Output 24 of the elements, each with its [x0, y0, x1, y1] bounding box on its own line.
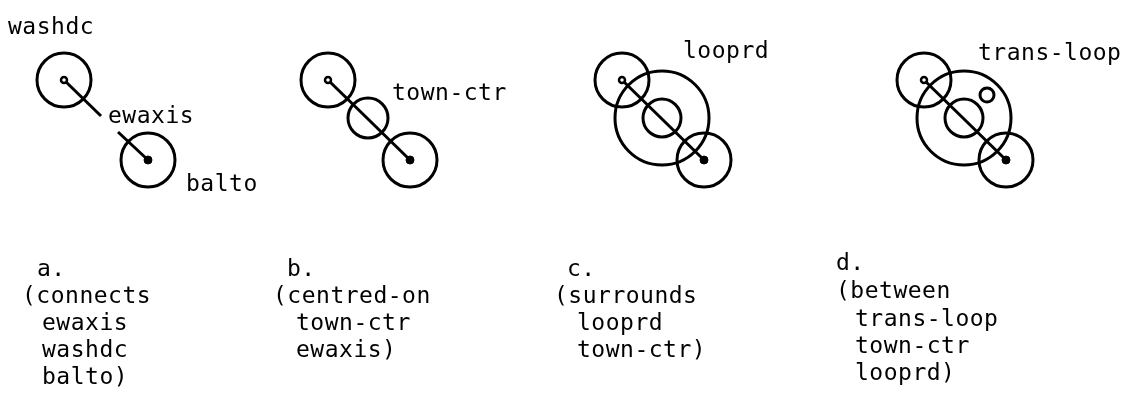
caption-text: a.: [37, 255, 66, 281]
caption-text: looprd: [577, 309, 664, 335]
place-label: trans-loop: [978, 39, 1122, 65]
place-label: balto: [186, 170, 258, 196]
caption-text: looprd): [855, 359, 956, 385]
caption-text: ewaxis: [42, 309, 129, 335]
caption-text: d.: [836, 249, 865, 275]
caption-text: (between: [836, 277, 951, 303]
caption-text: balto): [42, 363, 129, 389]
caption-text: c.: [567, 255, 596, 281]
caption-text: town-ctr: [855, 332, 970, 358]
caption-text: (centred-on: [273, 282, 431, 308]
place-label: looprd: [683, 37, 770, 63]
place-label: ewaxis: [108, 102, 195, 128]
place-label: washdc: [8, 13, 95, 39]
caption-text: washdc: [42, 336, 129, 362]
caption-text: town-ctr: [296, 309, 411, 335]
caption-text: (surrounds: [554, 282, 698, 308]
caption-text: ewaxis): [296, 336, 397, 362]
caption-text: b.: [287, 255, 316, 281]
caption-text: (connects: [22, 282, 152, 308]
caption-text: trans-loop: [855, 305, 999, 331]
caption-text: town-ctr): [577, 336, 707, 362]
place-label: town-ctr: [392, 79, 507, 105]
